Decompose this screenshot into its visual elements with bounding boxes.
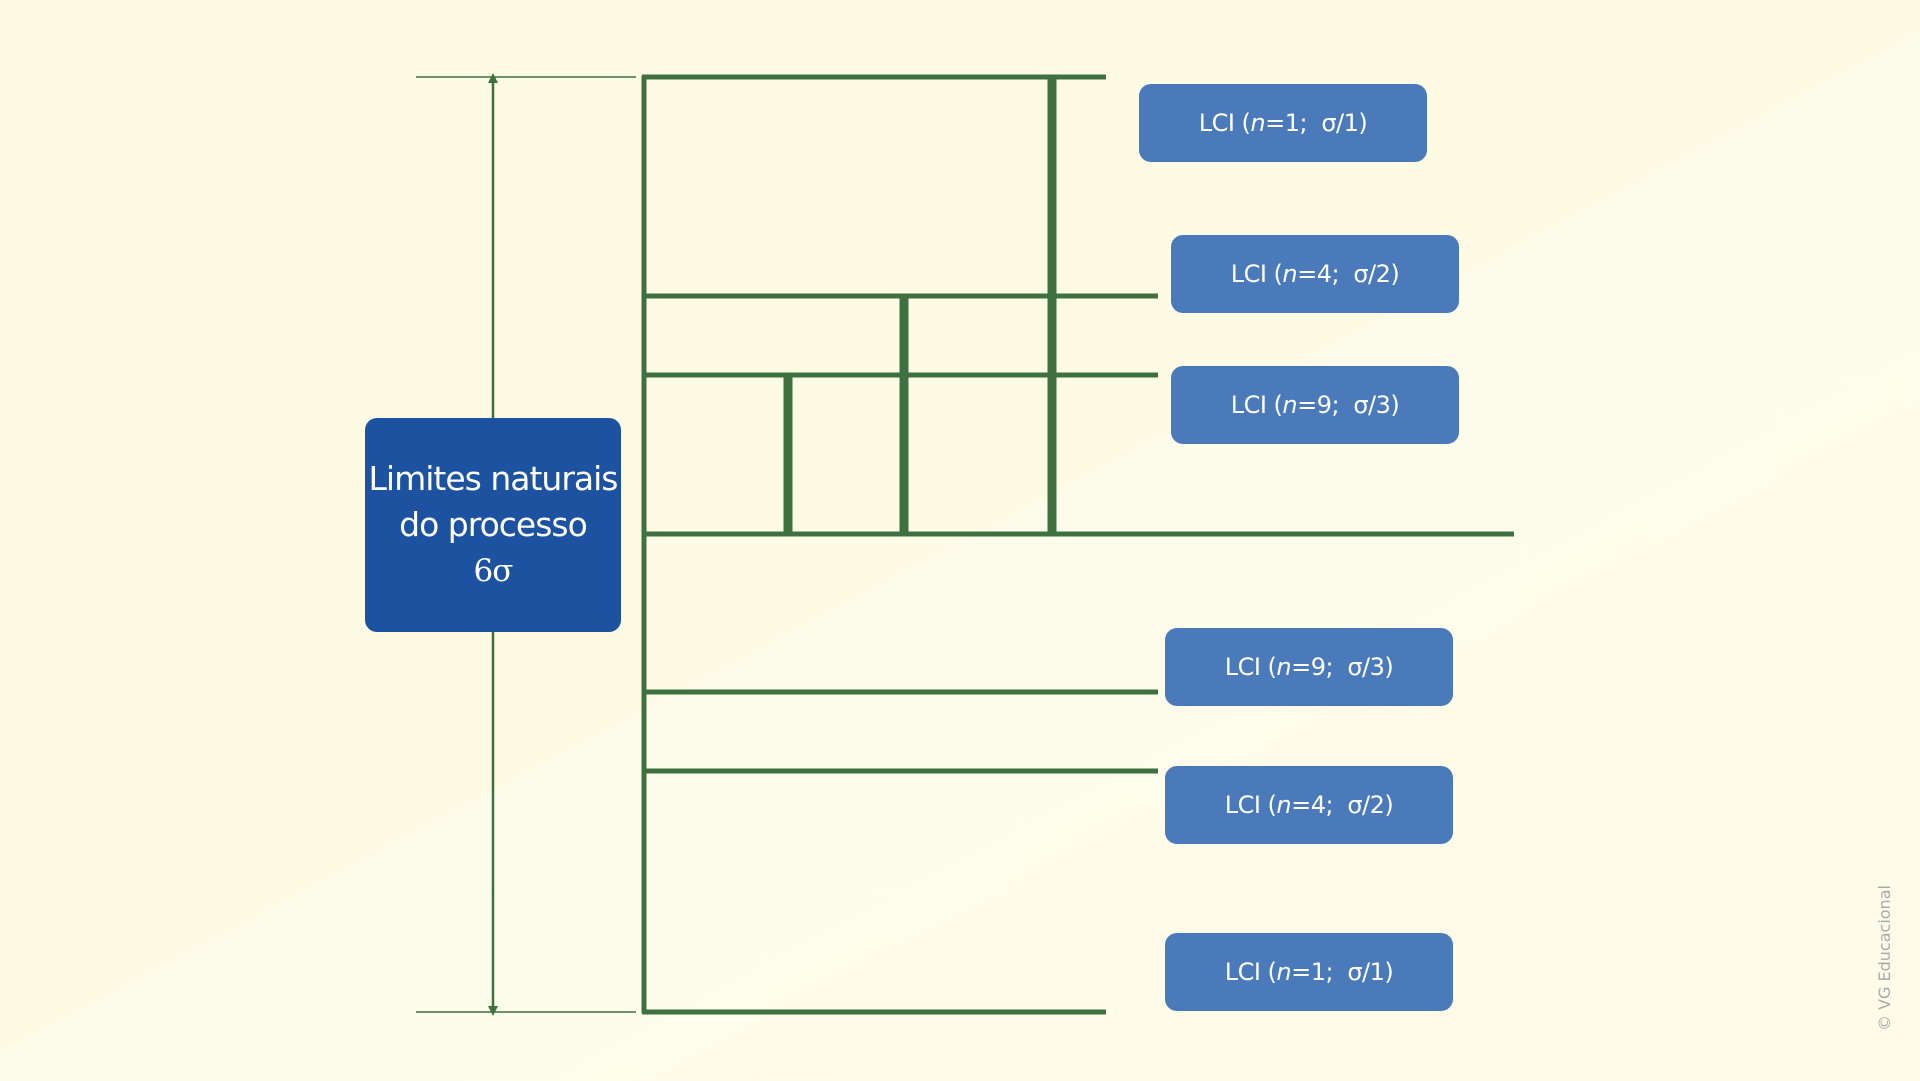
limit-n-variable: n: [1250, 109, 1266, 137]
natural-limits-line3: 6σ: [473, 553, 514, 589]
limit-prefix: LCI (: [1230, 391, 1283, 419]
limit-prefix: LCI (: [1230, 260, 1283, 288]
limit-prefix: LCI (: [1224, 653, 1277, 681]
limit-n-variable: n: [1276, 958, 1292, 986]
limit-values: =4; σ/2): [1297, 260, 1400, 288]
limit-values: =9; σ/3): [1297, 391, 1400, 419]
limit-label-upper-n9: LCI (n=9; σ/3): [1171, 366, 1459, 444]
limit-values: =9; σ/3): [1291, 653, 1394, 681]
limit-label-lower-n9: LCI (n=9; σ/3): [1165, 628, 1453, 706]
limit-prefix: LCI (: [1224, 958, 1277, 986]
limit-n-variable: n: [1282, 260, 1298, 288]
natural-limits-line1: Limites naturais: [368, 459, 619, 498]
natural-limits-box: Limites naturais do processo 6σ: [365, 418, 621, 632]
copyright-notice: © VG Educacional: [1875, 885, 1894, 1031]
limit-values: =1; σ/1): [1291, 958, 1394, 986]
limit-prefix: LCI (: [1224, 791, 1277, 819]
limit-label-lower-n1: LCI (n=1; σ/1): [1165, 933, 1453, 1011]
limit-values: =1; σ/1): [1265, 109, 1368, 137]
natural-limits-line2: do processo: [399, 505, 588, 544]
limit-values: =4; σ/2): [1291, 791, 1394, 819]
limit-n-variable: n: [1276, 653, 1292, 681]
limit-label-upper-n1: LCI (n=1; σ/1): [1139, 84, 1427, 162]
limit-label-upper-n4: LCI (n=4; σ/2): [1171, 235, 1459, 313]
limit-n-variable: n: [1276, 791, 1292, 819]
limit-label-lower-n4: LCI (n=4; σ/2): [1165, 766, 1453, 844]
limit-n-variable: n: [1282, 391, 1298, 419]
limit-prefix: LCI (: [1198, 109, 1251, 137]
